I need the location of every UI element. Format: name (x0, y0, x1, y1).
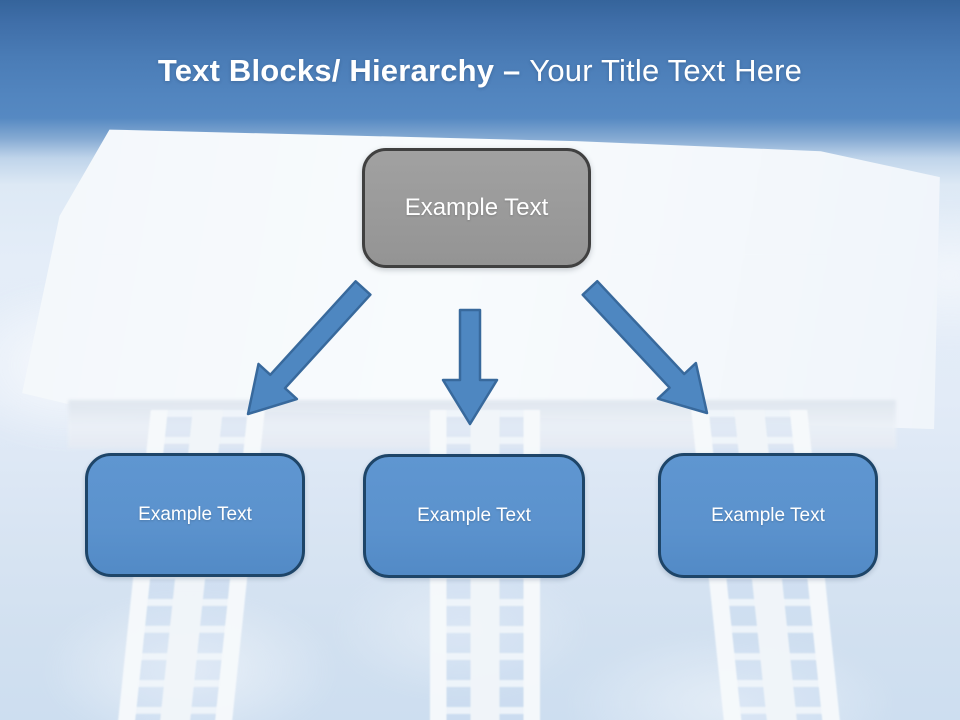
child-text-block-1[interactable]: Example Text (85, 453, 305, 577)
arrow-down-right-icon[interactable] (581, 279, 709, 415)
child-text-block-1-label: Example Text (138, 504, 252, 525)
root-text-block-label: Example Text (404, 194, 549, 221)
slide-title-bold: Text Blocks/ Hierarchy – (157, 53, 530, 88)
child-text-block-3[interactable]: Example Text (658, 453, 878, 578)
child-text-block-2-label: Example Text (417, 505, 531, 526)
root-text-block[interactable]: Example Text (362, 148, 591, 268)
arrow-down-left-icon[interactable] (246, 280, 372, 416)
child-text-block-3-label: Example Text (711, 504, 825, 526)
slide-title-regular: Your Title Text Here (529, 53, 803, 88)
arrow-down-icon[interactable] (441, 308, 499, 426)
child-text-block-2[interactable]: Example Text (363, 454, 585, 578)
slide-title[interactable]: Text Blocks/ Hierarchy – Your Title Text… (0, 53, 960, 89)
